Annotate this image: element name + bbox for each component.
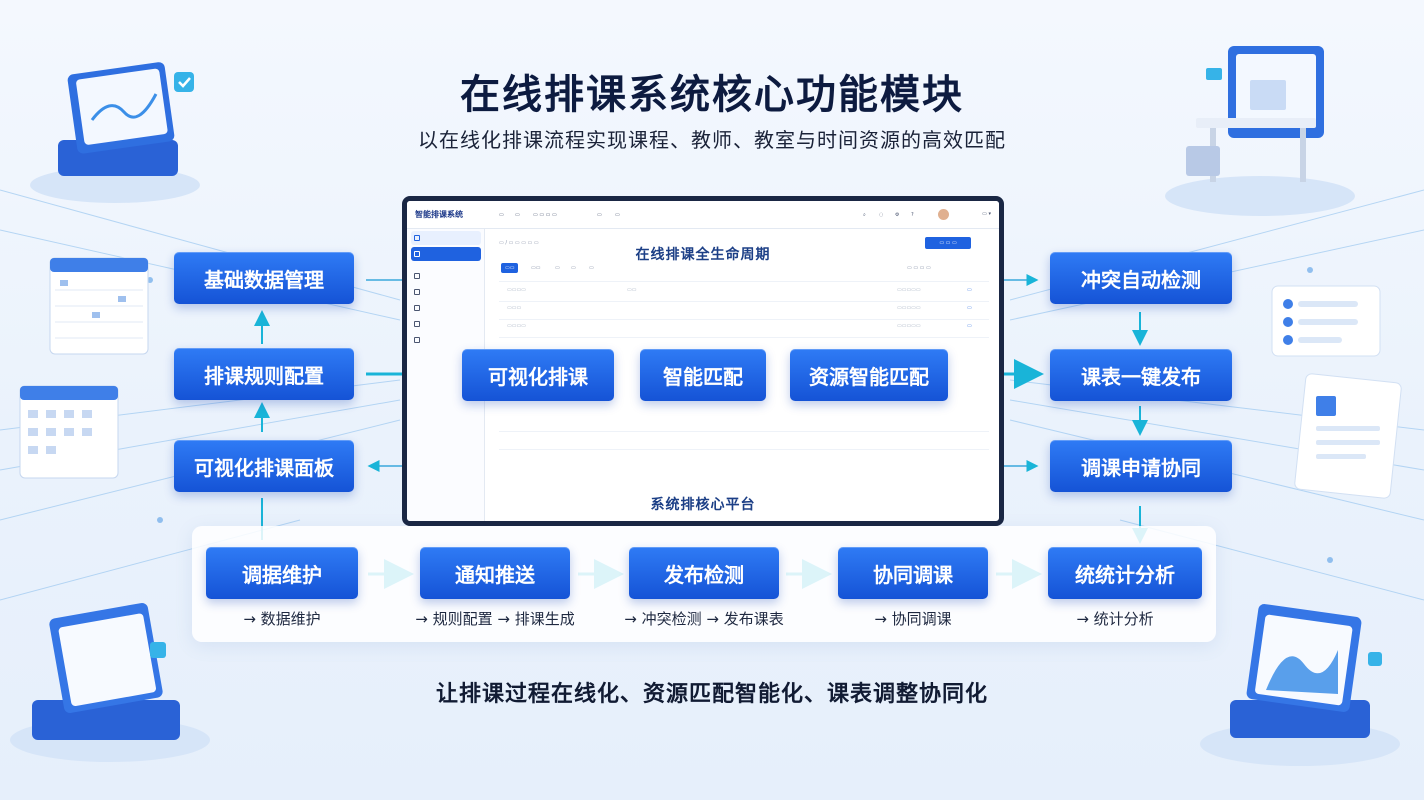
- room-icon: [414, 305, 420, 311]
- bell-icon[interactable]: ◌: [879, 212, 884, 218]
- module-adjust-request[interactable]: 调课申请协同: [1050, 440, 1232, 492]
- step-collab-adjust[interactable]: 协同调课: [838, 547, 988, 599]
- step-caption: → 数据维护: [243, 610, 321, 628]
- user-menu[interactable]: ▭ ▾: [982, 211, 991, 217]
- table-row: [499, 301, 989, 302]
- sidebar-item[interactable]: [411, 269, 481, 283]
- table-cell: ▭▭▭▭: [507, 323, 526, 329]
- app-logo: 智能排课系统: [415, 210, 463, 219]
- table-cell: ▭▭▭▭▭: [897, 323, 921, 329]
- table-cell: ▭▭▭▭▭: [897, 305, 921, 311]
- table-row: [499, 281, 989, 282]
- help-icon[interactable]: ?: [911, 212, 914, 218]
- calendar-illustration-left-2: [19, 385, 119, 479]
- step-publish-check[interactable]: 发布检测: [629, 547, 779, 599]
- laptop-screen: 智能排课系统 ▭ ▭ ▭ ▭ ▭ ▭ ▭ ▭ ⌕ ◌ ⚙ ? ▭ ▾ ▭ / ▭…: [402, 196, 1004, 526]
- platform-label: 系统排核心平台: [650, 497, 756, 513]
- table-row: [499, 431, 989, 432]
- breadcrumb: ▭ / ▭ ▭ ▭ ▭ ▭: [499, 240, 539, 246]
- settings-icon[interactable]: ⚙: [895, 212, 900, 218]
- sidebar-item[interactable]: [411, 247, 481, 261]
- step-statistics[interactable]: 统统计分析: [1048, 547, 1202, 599]
- row-action-link[interactable]: ▭: [967, 323, 972, 329]
- step-caption: → 统计分析: [1076, 610, 1154, 628]
- table-cell: ▭▭▭▭: [507, 287, 526, 293]
- avatar[interactable]: [938, 209, 949, 220]
- module-smart-match[interactable]: 智能匹配: [640, 349, 766, 401]
- list-card-illustration-right: [1271, 285, 1381, 357]
- table-cell: ▭▭▭▭▭: [897, 287, 921, 293]
- monitor-desk-illustration-right: [1165, 46, 1355, 216]
- module-visual-scheduling[interactable]: 可视化排课: [462, 349, 614, 401]
- step-notify-push[interactable]: 通知推送: [420, 547, 570, 599]
- step-data-maintain[interactable]: 调据维护: [206, 547, 358, 599]
- chart-calendar-illustration-right: [1200, 604, 1400, 766]
- app-topbar: 智能排课系统 ▭ ▭ ▭ ▭ ▭ ▭ ▭ ▭ ⌕ ◌ ⚙ ? ▭ ▾: [407, 201, 999, 229]
- primary-action-button[interactable]: ▭ ▭ ▭: [925, 237, 971, 249]
- tab[interactable]: ▭▭: [531, 265, 541, 271]
- step-caption: → 冲突检测 → 发布课表: [624, 610, 784, 628]
- chart-icon: [414, 321, 420, 327]
- step-caption: → 协同调课: [874, 610, 952, 628]
- nav-item[interactable]: ▭: [515, 212, 520, 218]
- sidebar-item[interactable]: [411, 333, 481, 347]
- table-cell: ▭▭▭: [507, 305, 522, 311]
- module-rule-config[interactable]: 排课规则配置: [174, 348, 354, 400]
- settings-icon: [414, 337, 420, 343]
- sidebar-item[interactable]: [411, 285, 481, 299]
- document-illustration-right: [1294, 373, 1402, 499]
- nav-item[interactable]: ▭: [499, 212, 504, 218]
- app-sidebar: [407, 229, 485, 521]
- search-icon[interactable]: ⌕: [863, 212, 866, 218]
- table-row: [499, 319, 989, 320]
- table-row: [499, 449, 989, 450]
- sidebar-item[interactable]: [411, 301, 481, 315]
- module-resource-match[interactable]: 资源智能匹配: [790, 349, 948, 401]
- home-icon: [414, 235, 420, 241]
- tab[interactable]: ▭▭: [501, 263, 519, 273]
- module-schedule-publish[interactable]: 课表一键发布: [1050, 349, 1232, 401]
- monitor-illustration-left: [30, 62, 200, 203]
- row-action-link[interactable]: ▭: [967, 287, 972, 293]
- nav-item[interactable]: ▭ ▭ ▭ ▭: [533, 212, 557, 218]
- calendar-icon: [414, 251, 420, 257]
- table-cell: ▭▭: [627, 287, 637, 293]
- module-basic-data[interactable]: 基础数据管理: [174, 252, 354, 304]
- desk-calendar-illustration-left: [10, 602, 210, 762]
- sidebar-item[interactable]: [411, 317, 481, 331]
- page-subtitle: 以在线化排课流程实现课程、教师、教室与时间资源的高效匹配: [418, 128, 1006, 152]
- table-row: [499, 337, 989, 338]
- step-caption: → 规则配置 → 排课生成: [415, 610, 575, 628]
- sidebar-item[interactable]: [411, 231, 481, 245]
- tab[interactable]: ▭: [571, 265, 576, 271]
- tab[interactable]: ▭: [589, 265, 594, 271]
- tagline: 让排课过程在线化、资源匹配智能化、课表调整协同化: [435, 682, 988, 707]
- user-icon: [414, 289, 420, 295]
- module-visual-panel[interactable]: 可视化排课面板: [174, 440, 354, 492]
- list-icon: [414, 273, 420, 279]
- module-conflict-detect[interactable]: 冲突自动检测: [1050, 252, 1232, 304]
- calendar-illustration-left-1: [49, 257, 149, 355]
- row-action-link[interactable]: ▭: [967, 305, 972, 311]
- nav-item[interactable]: ▭: [597, 212, 602, 218]
- tab[interactable]: ▭: [555, 265, 560, 271]
- page-title: 在线排课系统核心功能模块: [460, 72, 964, 118]
- nav-item[interactable]: ▭: [615, 212, 620, 218]
- filter-control[interactable]: ▭ ▭ ▭ ▭: [907, 265, 931, 271]
- lifecycle-heading: 在线排课全生命周期: [635, 247, 771, 263]
